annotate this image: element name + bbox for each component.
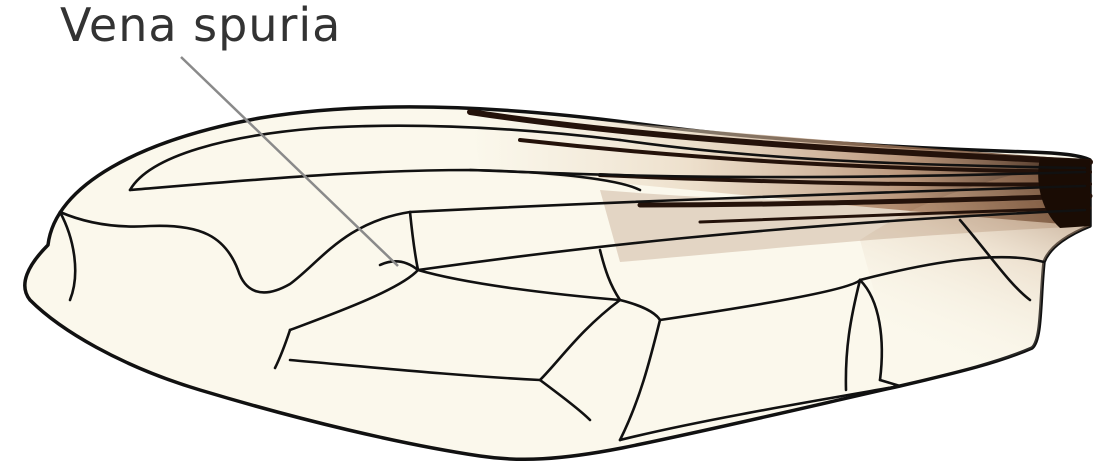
- vena-spuria-label: Vena spuria: [60, 2, 341, 48]
